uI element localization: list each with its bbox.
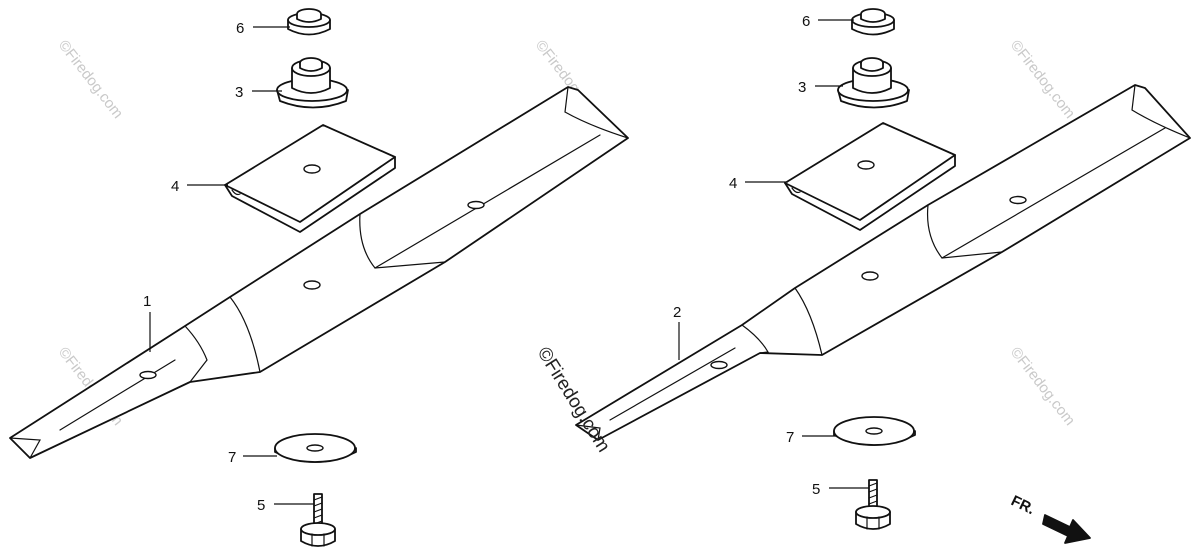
callout-bushing: 3	[235, 84, 243, 101]
callout-plate: 4	[729, 175, 737, 192]
watermark: ©Firedog.com	[1007, 37, 1079, 122]
callout-plate: 4	[171, 178, 179, 195]
bushing-icon	[276, 57, 349, 109]
watermark: ©Firedog.com	[1007, 344, 1079, 429]
callout-blade-2: 2	[673, 304, 681, 321]
watermark: ©Firedog.com	[55, 37, 127, 122]
watermark-center: ©Firedog.com	[533, 344, 614, 457]
callout-bushing: 3	[798, 79, 806, 96]
washer-icon	[833, 416, 916, 446]
blade-icon	[9, 86, 629, 459]
callout-nut: 6	[802, 13, 810, 30]
front-direction-indicator: FR.	[1008, 492, 1091, 544]
callout-blade-1: 1	[143, 293, 151, 310]
direction-arrow-icon	[1042, 514, 1091, 544]
front-label: FR.	[1008, 492, 1037, 518]
callout-bolt: 5	[257, 497, 265, 514]
blade-icon	[575, 84, 1191, 441]
callout-washer: 7	[228, 449, 236, 466]
washer-icon	[274, 433, 357, 463]
callout-nut: 6	[236, 20, 244, 37]
bolt-icon	[855, 479, 891, 530]
callout-bolt: 5	[812, 481, 820, 498]
plate-icon	[784, 122, 956, 231]
nut-icon	[851, 8, 895, 36]
left-assembly: 6 3 4 1 7 5	[9, 8, 629, 547]
callout-washer: 7	[786, 429, 794, 446]
nut-icon	[287, 8, 331, 36]
plate-icon	[224, 124, 396, 233]
bolt-icon	[300, 493, 336, 547]
right-assembly: 6 3 4 2 7 5	[575, 8, 1191, 530]
bushing-icon	[837, 57, 910, 109]
